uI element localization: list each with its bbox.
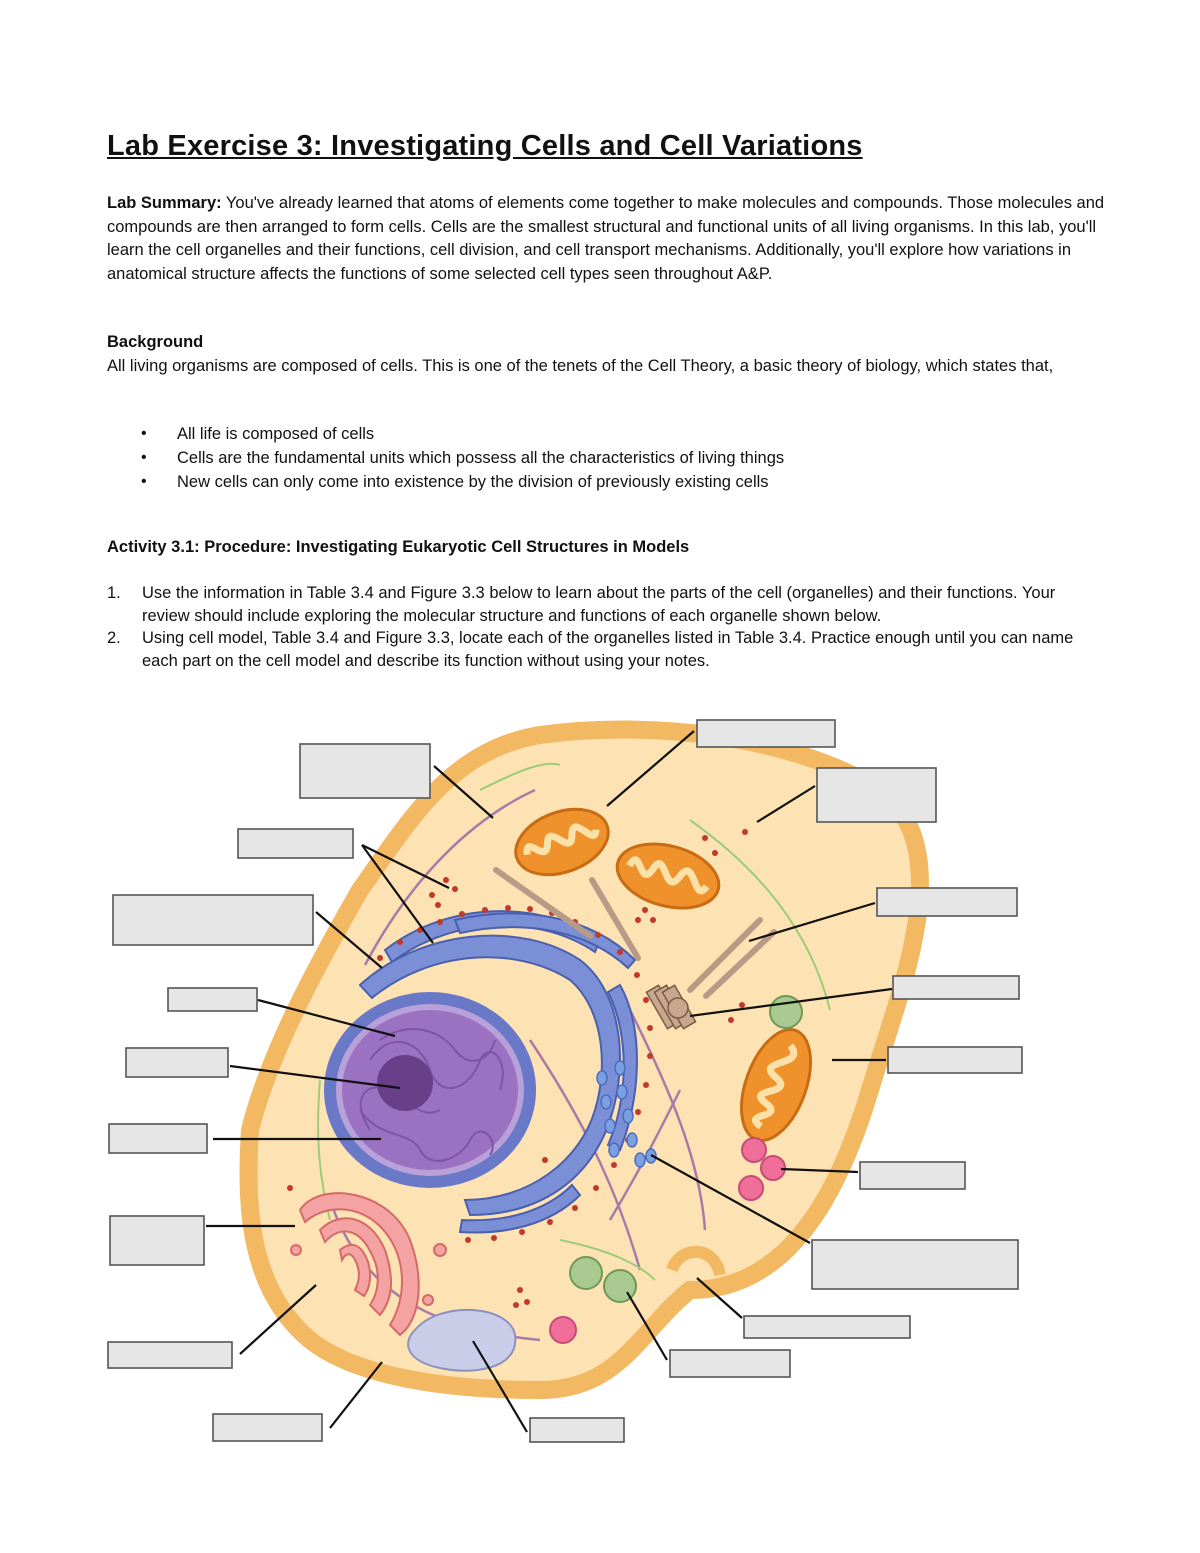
- label-boxes: [107, 719, 1023, 1443]
- lysosome-icon: [549, 1137, 786, 1344]
- mitochondrion-icon: [615, 842, 721, 910]
- label-box[interactable]: [859, 1161, 966, 1190]
- activity-heading: Activity 3.1: Procedure: Investigating E…: [107, 538, 690, 556]
- vacuole-icon: [407, 1309, 517, 1372]
- lab-summary: Lab Summary: You've already learned that…: [107, 192, 1107, 286]
- label-box[interactable]: [125, 1047, 229, 1078]
- list-item: 1. Use the information in Table 3.4 and F…: [107, 582, 1107, 627]
- label-box[interactable]: [299, 743, 431, 799]
- lab-summary-text: You've already learned that atoms of ele…: [107, 194, 1105, 283]
- page-title: Lab Exercise 3: Investigating Cells and …: [107, 130, 863, 162]
- smooth-er-icon: [493, 867, 777, 999]
- step-text: Using cell model, Table 3.4 and Figure 3…: [142, 629, 1074, 670]
- endocytosis-pocket-icon: [666, 1245, 726, 1277]
- list-item: New cells can only come into existence b…: [107, 470, 784, 494]
- label-box[interactable]: [112, 894, 314, 946]
- step-number: 1.: [107, 584, 121, 602]
- animal-cell-diagram: [107, 719, 1023, 1443]
- golgi-apparatus-icon: [290, 1192, 447, 1337]
- background-heading: Background: [107, 333, 204, 351]
- lab-summary-label: Lab Summary:: [107, 194, 222, 212]
- label-box[interactable]: [109, 1215, 205, 1266]
- label-box[interactable]: [816, 767, 937, 823]
- mitochondrion-icon: [740, 1028, 812, 1142]
- label-box[interactable]: [237, 828, 354, 859]
- mitochondrion-icon: [514, 807, 610, 877]
- background-text: All living organisms are composed of cel…: [107, 357, 1054, 375]
- label-box[interactable]: [811, 1239, 1019, 1290]
- cell-theory-list: All life is composed of cells Cells are …: [107, 422, 784, 494]
- leader-lines: [206, 730, 893, 1433]
- step-number: 2.: [107, 629, 121, 647]
- step-text: Use the information in Table 3.4 and Fig…: [142, 584, 1056, 625]
- label-box[interactable]: [529, 1417, 625, 1443]
- label-box[interactable]: [107, 1341, 233, 1369]
- centriole-icon: [645, 984, 697, 1030]
- vesicle-icon: [596, 1060, 657, 1168]
- procedure-steps: 1. Use the information in Table 3.4 and F…: [107, 582, 1107, 672]
- list-item: Cells are the fundamental units which po…: [107, 446, 784, 470]
- label-box[interactable]: [212, 1413, 323, 1442]
- list-item: 2. Using cell model, Table 3.4 and Figure…: [107, 627, 1107, 672]
- list-item: All life is composed of cells: [107, 422, 784, 446]
- peroxisome-icon: [569, 995, 803, 1303]
- cell-membrane-icon: [239, 720, 929, 1400]
- label-box[interactable]: [887, 1046, 1023, 1074]
- label-box[interactable]: [108, 1123, 208, 1154]
- nucleolus-icon: [377, 1055, 433, 1111]
- label-box[interactable]: [892, 975, 1020, 1000]
- label-box[interactable]: [743, 1315, 911, 1339]
- label-box[interactable]: [669, 1349, 791, 1378]
- label-box[interactable]: [167, 987, 258, 1012]
- label-box[interactable]: [696, 719, 836, 748]
- label-box[interactable]: [876, 887, 1018, 917]
- microfilament-icon: [317, 762, 831, 1281]
